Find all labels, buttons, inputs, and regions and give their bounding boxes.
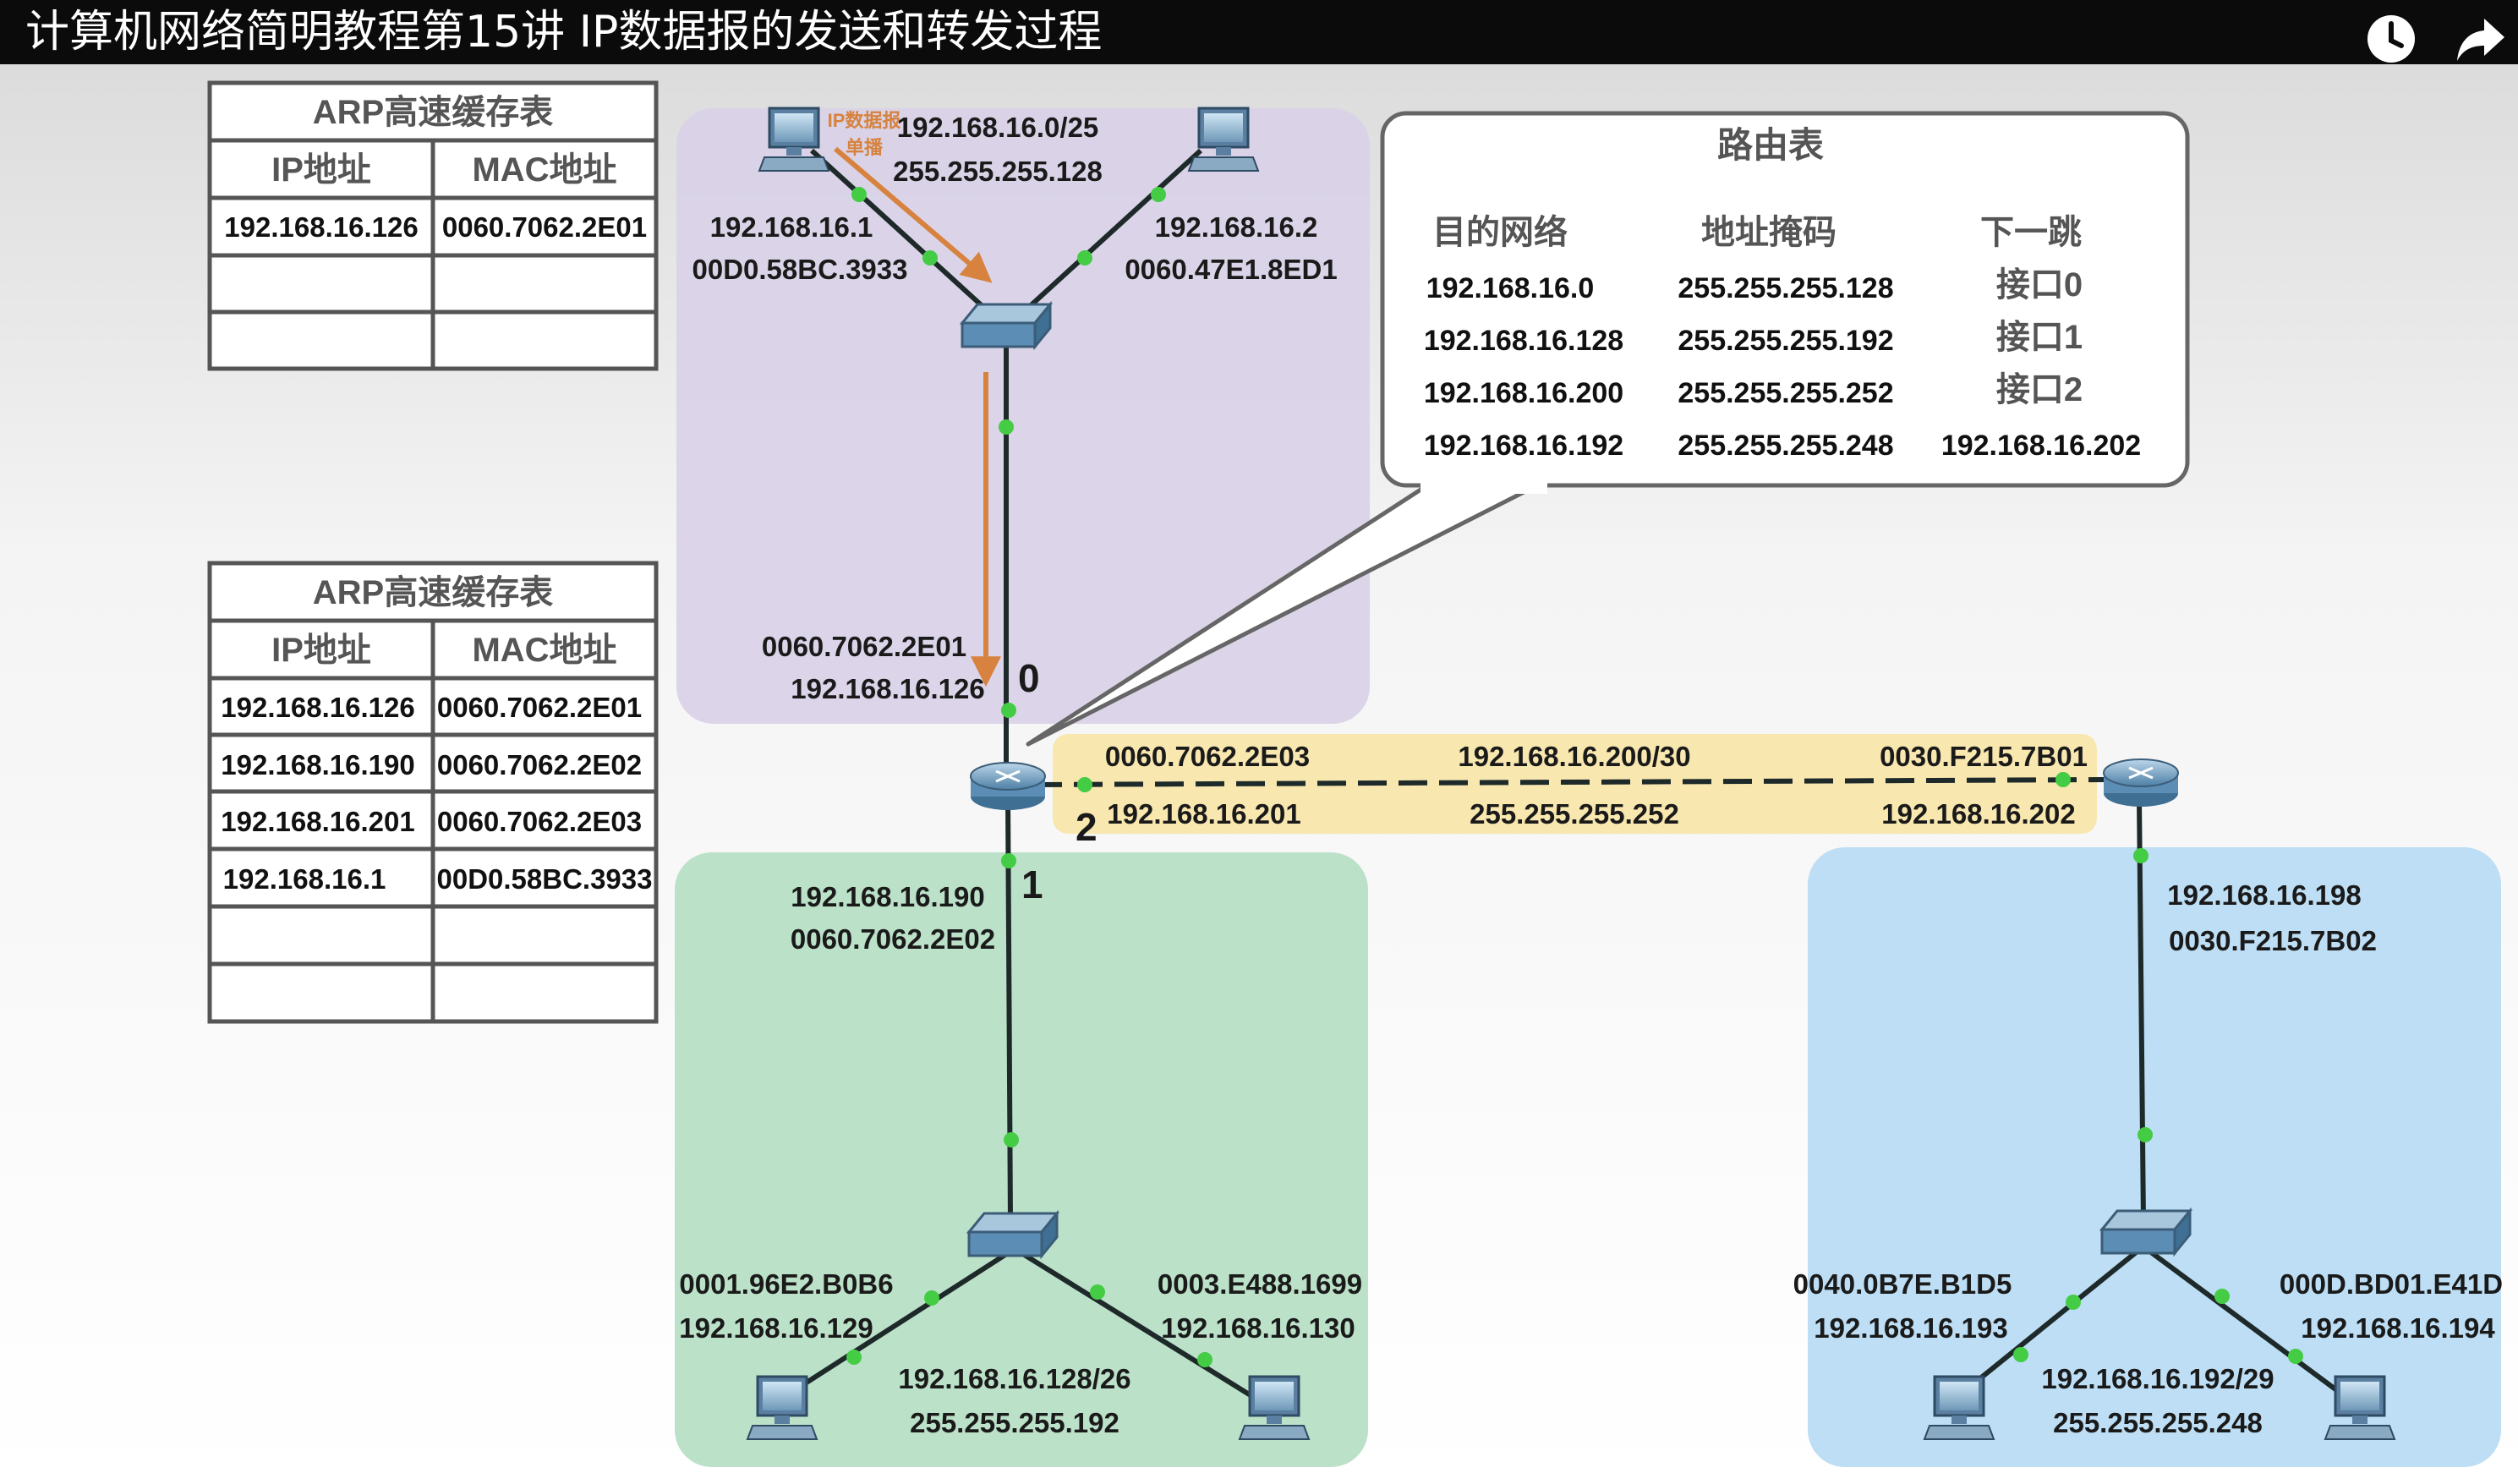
right-host-left-mac: 0040.0B7E.B1D5 (1793, 1268, 2012, 1300)
switch-icon (959, 300, 1054, 351)
router-if1-mac: 0060.7062.2E02 (791, 923, 995, 955)
router-if0-ip: 192.168.16.126 (791, 673, 984, 704)
pc-icon (2324, 1375, 2396, 1440)
right-host-left-ip: 192.168.16.193 (1814, 1312, 2007, 1344)
routing-row4-nexthop: 192.168.16.202 (1941, 430, 2141, 462)
bottom-host-left-mac: 0001.96E2.B0B6 (679, 1268, 893, 1300)
interface-number-2: 2 (1076, 805, 1098, 849)
arp-table-top-header-ip: IP地址 (271, 151, 371, 189)
arp-table-bottom-grid (207, 561, 659, 1024)
pc-icon (1187, 107, 1260, 172)
arp-top-row1-ip: 192.168.16.126 (224, 211, 418, 243)
pc-icon (746, 1375, 818, 1440)
link-left-mac: 0060.7062.2E03 (1105, 741, 1310, 772)
top-host-left-mac: 00D0.58BC.3933 (692, 254, 907, 285)
link-right-ip: 192.168.16.202 (1881, 798, 2075, 830)
link-left-ip: 192.168.16.201 (1107, 798, 1300, 830)
right-network-address: 192.168.16.192/29 (2041, 1363, 2274, 1394)
routing-row2-dest: 192.168.16.128 (1424, 325, 1623, 357)
title-bar: 计算机网络简明教程第15讲 IP数据报的发送和转发过程 (0, 0, 2518, 64)
share-icon[interactable] (2454, 12, 2508, 66)
right-router-if-mac: 0030.F215.7B02 (2169, 925, 2377, 956)
arp-bottom-row1-ip: 192.168.16.126 (221, 692, 414, 723)
bottom-network-address: 192.168.16.128/26 (898, 1363, 1130, 1394)
arp-table-bottom-header-mac: MAC地址 (472, 632, 616, 669)
router-icon (2103, 758, 2179, 807)
serial-link (1032, 777, 2105, 787)
top-network-address: 192.168.16.0/25 (897, 112, 1099, 143)
routing-row1-mask: 255.255.255.128 (1678, 272, 1893, 304)
arp-bottom-row2-mac: 0060.7062.2E02 (437, 749, 642, 780)
arp-table-bottom-header-ip: IP地址 (271, 632, 371, 669)
router-if0-mac: 0060.7062.2E01 (762, 631, 966, 662)
pc-icon (758, 107, 830, 172)
right-host-right-mac: 000D.BD01.E41D (2280, 1268, 2503, 1300)
transmission-arrow-host-to-switch (834, 146, 993, 283)
arp-bottom-row3-mac: 0060.7062.2E03 (437, 806, 642, 837)
top-network-mask: 255.255.255.128 (893, 156, 1103, 187)
routing-row2-mask: 255.255.255.192 (1678, 325, 1893, 357)
bottom-host-right-ip: 192.168.16.130 (1161, 1312, 1355, 1344)
arp-bottom-row3-ip: 192.168.16.201 (221, 806, 414, 837)
routing-header-dest: 目的网络 (1432, 213, 1568, 251)
routing-row1-dest: 192.168.16.0 (1426, 272, 1595, 304)
bottom-host-right-mac: 0003.E488.1699 (1158, 1268, 1362, 1300)
arp-table-top-header-mac: MAC地址 (472, 151, 616, 189)
routing-row3-mask: 255.255.255.252 (1678, 377, 1893, 409)
router-icon (970, 762, 1046, 810)
routing-row4-dest: 192.168.16.192 (1424, 430, 1623, 462)
routing-row2-nexthop: 接口1 (1996, 319, 2083, 356)
switch-icon (966, 1209, 1060, 1260)
arp-table-top-grid (207, 80, 659, 371)
link-network-address: 192.168.16.200/30 (1458, 741, 1690, 772)
routing-header-nexthop: 下一跳 (1980, 214, 2082, 251)
datagram-note-line1: IP数据报 (828, 110, 901, 131)
link-right-mac: 0030.F215.7B01 (1880, 741, 2088, 772)
bottom-network-mask: 255.255.255.192 (910, 1407, 1119, 1438)
right-network-mask: 255.255.255.248 (2053, 1407, 2263, 1438)
routing-table-callout (1026, 111, 2190, 747)
network-zone-right (1808, 847, 2501, 1467)
datagram-note-line2: 单播 (846, 137, 884, 158)
pc-icon (1238, 1375, 1311, 1440)
switch-icon (2099, 1207, 2193, 1257)
arp-top-row1-mac: 0060.7062.2E01 (442, 211, 647, 243)
top-host-right-mac: 0060.47E1.8ED1 (1125, 254, 1337, 285)
right-router-if-ip: 192.168.16.198 (2167, 879, 2361, 911)
arp-bottom-row1-mac: 0060.7062.2E01 (437, 692, 642, 723)
arp-bottom-row2-ip: 192.168.16.190 (221, 749, 414, 780)
port-dots (846, 187, 2303, 1367)
routing-header-mask: 地址掩码 (1701, 214, 1836, 251)
arp-table-top-title: ARP高速缓存表 (313, 94, 553, 131)
routing-row3-dest: 192.168.16.200 (1424, 377, 1623, 409)
network-zone-bottom (675, 852, 1368, 1467)
router-if1-ip: 192.168.16.190 (791, 881, 984, 912)
top-host-left-ip: 192.168.16.1 (710, 211, 873, 243)
video-title: 计算机网络简明教程第15讲 IP数据报的发送和转发过程 (25, 7, 1103, 57)
routing-table-title: 路由表 (1717, 125, 1824, 165)
links (772, 148, 2357, 1406)
link-network-mask: 255.255.255.252 (1470, 798, 1679, 830)
arp-bottom-row4-ip: 192.168.16.1 (223, 863, 386, 895)
right-host-right-ip: 192.168.16.194 (2301, 1312, 2495, 1344)
routing-row1-nexthop: 接口0 (1996, 266, 2083, 304)
routing-row3-nexthop: 接口2 (1996, 371, 2083, 408)
interface-number-0: 0 (1018, 656, 1040, 700)
top-host-right-ip: 192.168.16.2 (1155, 211, 1318, 243)
network-zone-top (676, 108, 1370, 724)
bottom-host-left-ip: 192.168.16.129 (679, 1312, 873, 1344)
pc-icon (1923, 1375, 1995, 1440)
arp-bottom-row4-mac: 00D0.58BC.3933 (436, 863, 652, 895)
arp-table-bottom-title: ARP高速缓存表 (313, 574, 553, 611)
clock-icon[interactable] (2364, 12, 2418, 66)
interface-number-1: 1 (1021, 862, 1043, 906)
routing-row4-mask: 255.255.255.248 (1678, 430, 1893, 462)
